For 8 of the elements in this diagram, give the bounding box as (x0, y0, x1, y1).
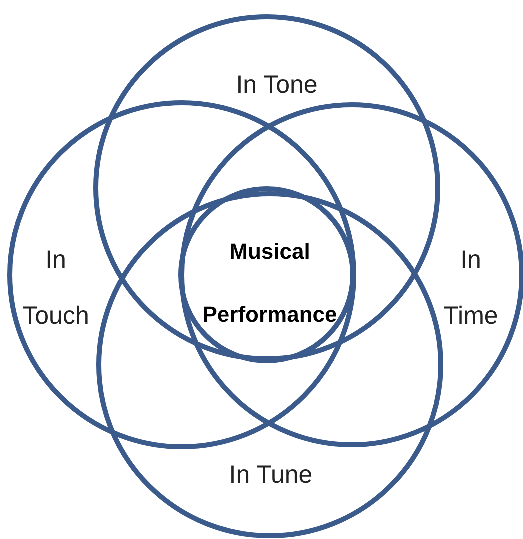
circle-label: In Touch (22, 245, 90, 332)
venn-circle (96, 191, 444, 539)
circle-label: Musical Performance (202, 238, 338, 329)
circle-label: In Tune (228, 460, 314, 491)
circle-label: In Tone (235, 70, 319, 101)
venn-circle (7, 100, 357, 450)
venn-circle (93, 14, 441, 362)
circle-label: In Time (442, 245, 500, 332)
